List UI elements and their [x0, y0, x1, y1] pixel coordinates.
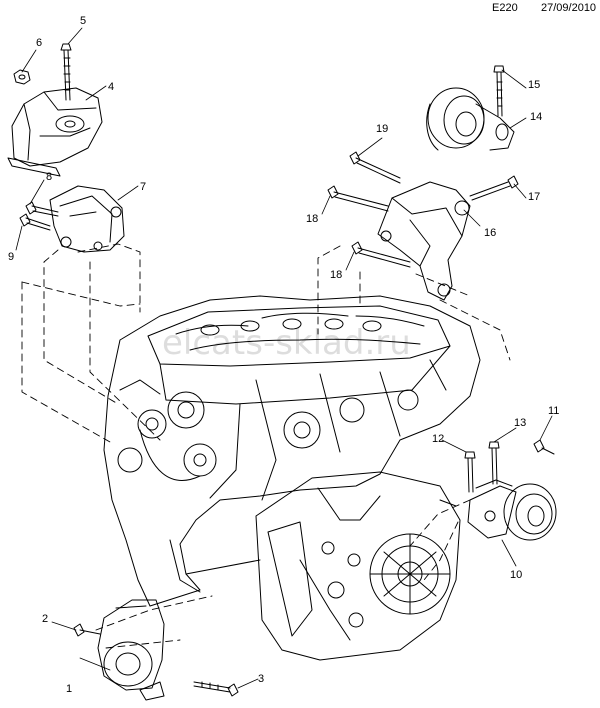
bolt-part-2 [73, 623, 101, 637]
callout-labels: 1 2 3 4 5 6 7 8 9 10 11 12 13 14 15 16 1… [8, 15, 559, 695]
callout-13: 13 [514, 417, 526, 429]
callout-2: 2 [42, 613, 48, 625]
bolt-part-5 [60, 43, 72, 101]
rear-mount-part-14 [426, 87, 515, 151]
bolt-part-18-lower [351, 241, 411, 268]
bolt-part-11 [533, 439, 555, 455]
callout-10: 10 [510, 569, 522, 581]
callout-18-lower: 18 [330, 269, 342, 281]
callout-6: 6 [36, 37, 42, 49]
callout-3: 3 [258, 673, 264, 685]
callout-leader-lines [15, 27, 553, 689]
bolt-part-12 [464, 451, 476, 493]
callout-5: 5 [80, 15, 86, 27]
bolt-part-18-upper [327, 185, 389, 212]
diagram-code: E220 [492, 2, 518, 14]
nut-part-6 [13, 69, 31, 85]
bolt-part-17 [469, 175, 519, 201]
bolt-part-15 [493, 65, 505, 117]
upper-mount-part-4 [7, 87, 103, 177]
bolt-part-9 [19, 213, 51, 231]
callout-7: 7 [140, 181, 146, 193]
callout-16: 16 [484, 227, 496, 239]
bolt-part-3 [193, 681, 239, 697]
callout-9: 9 [8, 251, 14, 263]
bolt-part-8 [25, 201, 59, 217]
diagram-date: 27/09/2010 [541, 2, 597, 14]
bolt-part-19 [349, 151, 401, 184]
callout-17: 17 [528, 191, 540, 203]
front-mount-part-1 [97, 599, 165, 701]
engine-transmission-assembly [103, 295, 481, 661]
callout-18-upper: 18 [306, 213, 318, 225]
bracket-part-7 [49, 185, 125, 253]
callout-15: 15 [528, 79, 540, 91]
callout-19: 19 [376, 123, 388, 135]
callout-1: 1 [66, 683, 72, 695]
callout-12: 12 [432, 433, 444, 445]
watermark: elcats-sklad.ru [162, 323, 411, 363]
callout-11: 11 [548, 405, 559, 417]
callout-8: 8 [46, 171, 52, 183]
rear-bracket-part-16 [377, 181, 471, 301]
bolt-part-13 [488, 441, 500, 485]
dashed-guide-lines [21, 243, 511, 649]
callout-4: 4 [108, 81, 114, 93]
callout-14: 14 [530, 111, 542, 123]
lh-mount-part-10 [467, 479, 557, 541]
